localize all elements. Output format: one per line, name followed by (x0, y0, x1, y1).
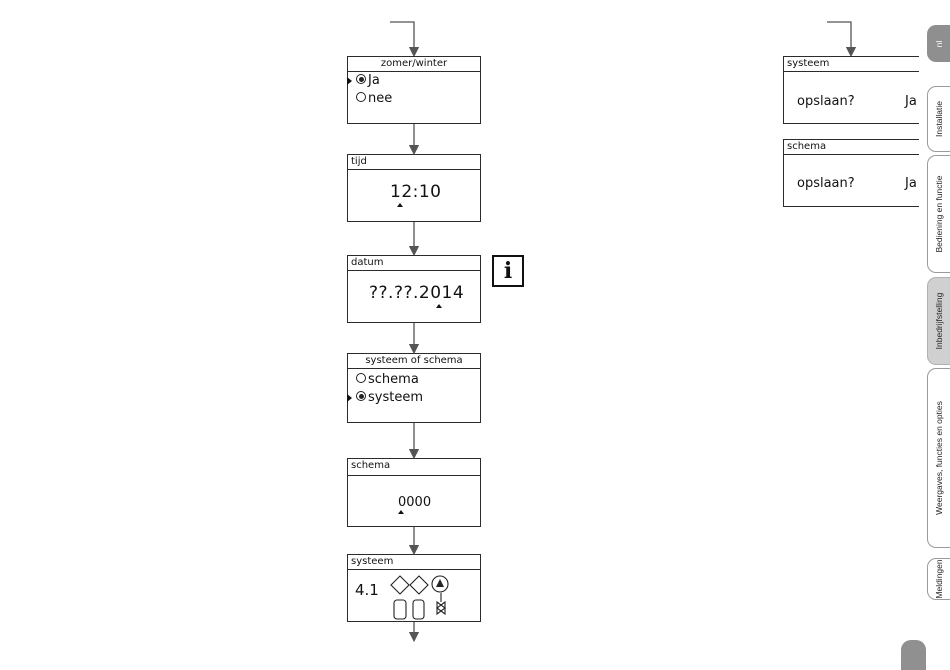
tab-bediening-en-functie[interactable]: Bediening en functie (927, 155, 950, 273)
tab-meldingen[interactable]: Meldingen (927, 558, 950, 600)
screen-title: systeem (348, 555, 480, 570)
option-ja[interactable]: Ja (356, 74, 380, 88)
screen-zomer-winter: zomer/winter Ja nee (347, 56, 481, 124)
screen-datum: datum ??.??.2014 (347, 255, 481, 323)
screen-title: systeem (784, 57, 919, 72)
screen-systeem: systeem 4.1 (347, 554, 481, 622)
tab-installatie[interactable]: Installatie (927, 86, 950, 152)
date-value[interactable]: ??.??.2014 (369, 283, 464, 303)
screen-schema-opslaan: schema opslaan? Ja (783, 139, 919, 207)
selection-pointer-icon (347, 77, 352, 85)
screen-title: tijd (348, 155, 480, 170)
cursor-caret-icon (397, 203, 403, 207)
option-nee[interactable]: nee (356, 92, 392, 106)
screen-tijd: tijd 12:10 (347, 154, 481, 222)
cursor-caret-icon (398, 510, 404, 514)
entry-arrow (390, 22, 414, 52)
save-question: opslaan? (797, 176, 855, 191)
save-answer[interactable]: Ja (905, 176, 917, 191)
system-diagram-icon (388, 571, 480, 621)
screen-title: zomer/winter (348, 57, 480, 72)
schema-value[interactable]: 0000 (398, 495, 431, 510)
info-icon: i (492, 255, 524, 287)
save-question: opslaan? (797, 94, 855, 109)
tab-weergaves-functies-en-opties[interactable]: Weergaves, functies en opties (927, 368, 950, 548)
tab-inbedrijfstelling[interactable]: Inbedrijfstelling (927, 277, 950, 365)
entry-arrow-right (827, 22, 851, 52)
chapter-tabs: nl Installatie Bediening en functie Inbe… (927, 25, 950, 600)
screen-title: schema (348, 459, 480, 476)
radio-empty-icon (356, 92, 366, 102)
tab-nl[interactable]: nl (927, 25, 950, 62)
system-number: 4.1 (355, 581, 379, 599)
screen-schema: schema 0000 (347, 458, 481, 527)
radio-empty-icon (356, 373, 366, 383)
screen-title: systeem of schema (348, 354, 480, 369)
screen-title: datum (348, 256, 480, 271)
save-answer[interactable]: Ja (905, 94, 917, 109)
screen-systeem-of-schema: systeem of schema schema systeem (347, 353, 481, 423)
screen-systeem-opslaan: systeem opslaan? Ja (783, 56, 919, 124)
option-schema[interactable]: schema (356, 373, 419, 387)
option-systeem[interactable]: systeem (356, 391, 423, 405)
page-number-tab (901, 640, 926, 670)
selection-pointer-icon (347, 394, 352, 402)
radio-selected-icon (356, 391, 366, 401)
time-value[interactable]: 12:10 (390, 182, 442, 202)
radio-selected-icon (356, 74, 366, 84)
cursor-caret-icon (436, 304, 442, 308)
screen-title: schema (784, 140, 919, 155)
